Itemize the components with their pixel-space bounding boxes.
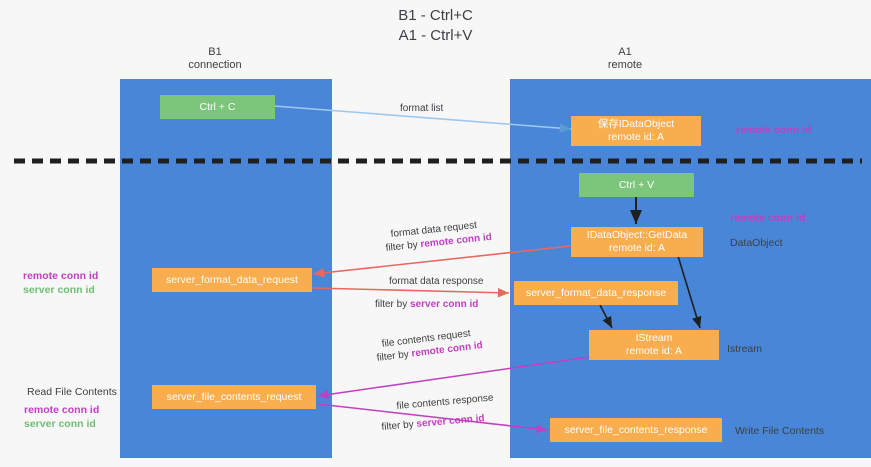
edge-label-file-contents-response-filter: filter by server conn id (381, 412, 485, 434)
annotation-write-file-contents: Write File Contents (735, 425, 825, 437)
page-title: B1 - Ctrl+C A1 - Ctrl+V (398, 7, 473, 44)
node-server-file-contents-response-label: server_file_contents_response (564, 423, 708, 436)
column-header-a1: A1 remote (607, 46, 643, 71)
edge-label-format-data-response-filter: filter by server conn id (375, 298, 478, 311)
annotation-left-server-conn-id-1: server conn id (23, 284, 95, 296)
annotation-left-server-conn-id-2: server conn id (24, 418, 96, 430)
annotation-dataobject: DataObject (730, 237, 783, 249)
node-istream-line1: IStream (635, 332, 673, 344)
node-getdata-line1: IDataObject::GetData (586, 229, 688, 241)
node-ctrl-c-label: Ctrl + C (199, 100, 236, 113)
node-getdata-line2: remote id: A (608, 242, 666, 254)
node-idataobject-line1: 保存IDataObject (597, 118, 675, 130)
node-server-format-data-request-label: server_format_data_request (166, 273, 298, 286)
node-server-file-contents-response[interactable]: server_file_contents_response (550, 418, 722, 442)
node-server-file-contents-request-label: server_file_contents_request (166, 390, 302, 403)
node-istream-line2: remote id: A (625, 345, 683, 357)
column-header-b1: B1 connection (188, 46, 242, 71)
node-istream[interactable]: IStream remote id: A (589, 330, 719, 360)
edge-label-format-list: format list (400, 103, 444, 114)
annotation-left-remote-conn-id-1: remote conn id (23, 270, 99, 282)
filter-key: server conn id (410, 299, 479, 310)
annotation-remote-conn-id-top: remote conn id (736, 124, 812, 136)
node-idataobject-getdata[interactable]: IDataObject::GetData remote id: A (571, 227, 703, 257)
node-idataobject-line2: remote id: A (607, 131, 665, 143)
node-ctrl-v[interactable]: Ctrl + V (579, 173, 694, 197)
annotation-left-remote-conn-id-2: remote conn id (24, 404, 100, 416)
node-ctrl-v-label: Ctrl + V (618, 178, 655, 191)
node-server-file-contents-request[interactable]: server_file_contents_request (152, 385, 316, 409)
edge-label-format-data-response: format data response (389, 276, 484, 287)
annotation-remote-conn-id-mid: remote conn id (730, 212, 806, 224)
node-server-format-data-request[interactable]: server_format_data_request (152, 268, 312, 292)
filter-key: server conn id (415, 412, 486, 430)
filter-prefix: filter by (381, 418, 417, 433)
node-ctrl-c[interactable]: Ctrl + C (160, 95, 275, 119)
annotation-istream: Istream (727, 343, 763, 355)
annotation-read-file-contents: Read File Contents (27, 386, 117, 398)
filter-prefix: filter by (385, 239, 422, 254)
filter-prefix: filter by (376, 348, 413, 364)
edge-label-file-contents-response: file contents response (396, 392, 494, 412)
annotation-left-conn-ids-1: remote conn id server conn id (23, 269, 98, 297)
filter-prefix: filter by (375, 299, 411, 310)
node-idataobject[interactable]: 保存IDataObject remote id: A (571, 116, 701, 146)
annotation-left-conn-ids-2: remote conn id server conn id (24, 403, 99, 431)
node-server-format-data-response-label: server_format_data_response (525, 286, 667, 299)
node-server-format-data-response[interactable]: server_format_data_response (514, 281, 678, 305)
